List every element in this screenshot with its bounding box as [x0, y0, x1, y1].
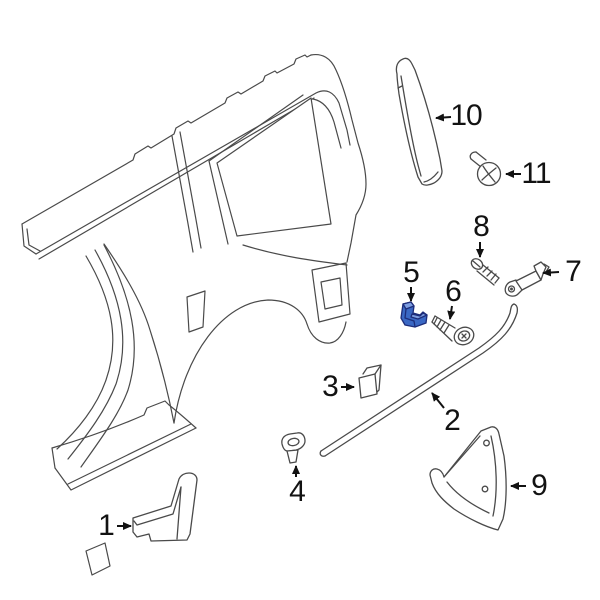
- wheel-arch: [173, 299, 308, 424]
- part-11-screw[interactable]: [469, 151, 502, 187]
- callout-6-arrow: [447, 305, 456, 320]
- callout-2-arrow: [431, 392, 445, 409]
- quarter-window: [216, 97, 332, 237]
- part-5-foot-face: [410, 312, 428, 320]
- callout-10[interactable]: 10: [450, 99, 482, 132]
- callout-1[interactable]: 1: [98, 509, 115, 542]
- roof-rail-top-edge: [21, 54, 312, 225]
- part-5-top-face: [402, 301, 415, 310]
- marker-pocket: [311, 262, 351, 323]
- part-6-flange-screw[interactable]: [431, 315, 477, 348]
- callout-9[interactable]: 9: [531, 469, 548, 502]
- part-7-retainer-stud[interactable]: [504, 261, 550, 297]
- callout-6[interactable]: 6: [445, 275, 462, 308]
- callout-5[interactable]: 5: [403, 256, 420, 289]
- part-10-pillar-molding[interactable]: [395, 57, 443, 186]
- part-5-clip-highlighted[interactable]: [400, 301, 428, 328]
- callout-4[interactable]: 4: [289, 475, 306, 508]
- part-8-screw[interactable]: [469, 257, 500, 286]
- part-4-push-pin[interactable]: [281, 432, 306, 464]
- part-1-mud-guard[interactable]: [132, 472, 198, 542]
- callout-2[interactable]: 2: [444, 404, 461, 437]
- callout-arrows: [117, 113, 560, 530]
- callout-8[interactable]: 8: [473, 210, 490, 243]
- part-2-body-side-molding[interactable]: [319, 303, 519, 457]
- part-3-square-clip[interactable]: [358, 364, 382, 399]
- part-9-splash-guard[interactable]: [429, 426, 507, 531]
- rear-pillar-edge: [310, 53, 367, 263]
- callout-3[interactable]: 3: [322, 370, 339, 403]
- quarter-panel-body-drawing: [21, 53, 367, 576]
- callout-7-arrow: [542, 268, 560, 277]
- rocker-panel: [51, 400, 197, 449]
- callout-11[interactable]: 11: [521, 157, 551, 190]
- callout-7[interactable]: 7: [565, 255, 582, 288]
- callout-10-arrow: [435, 113, 452, 122]
